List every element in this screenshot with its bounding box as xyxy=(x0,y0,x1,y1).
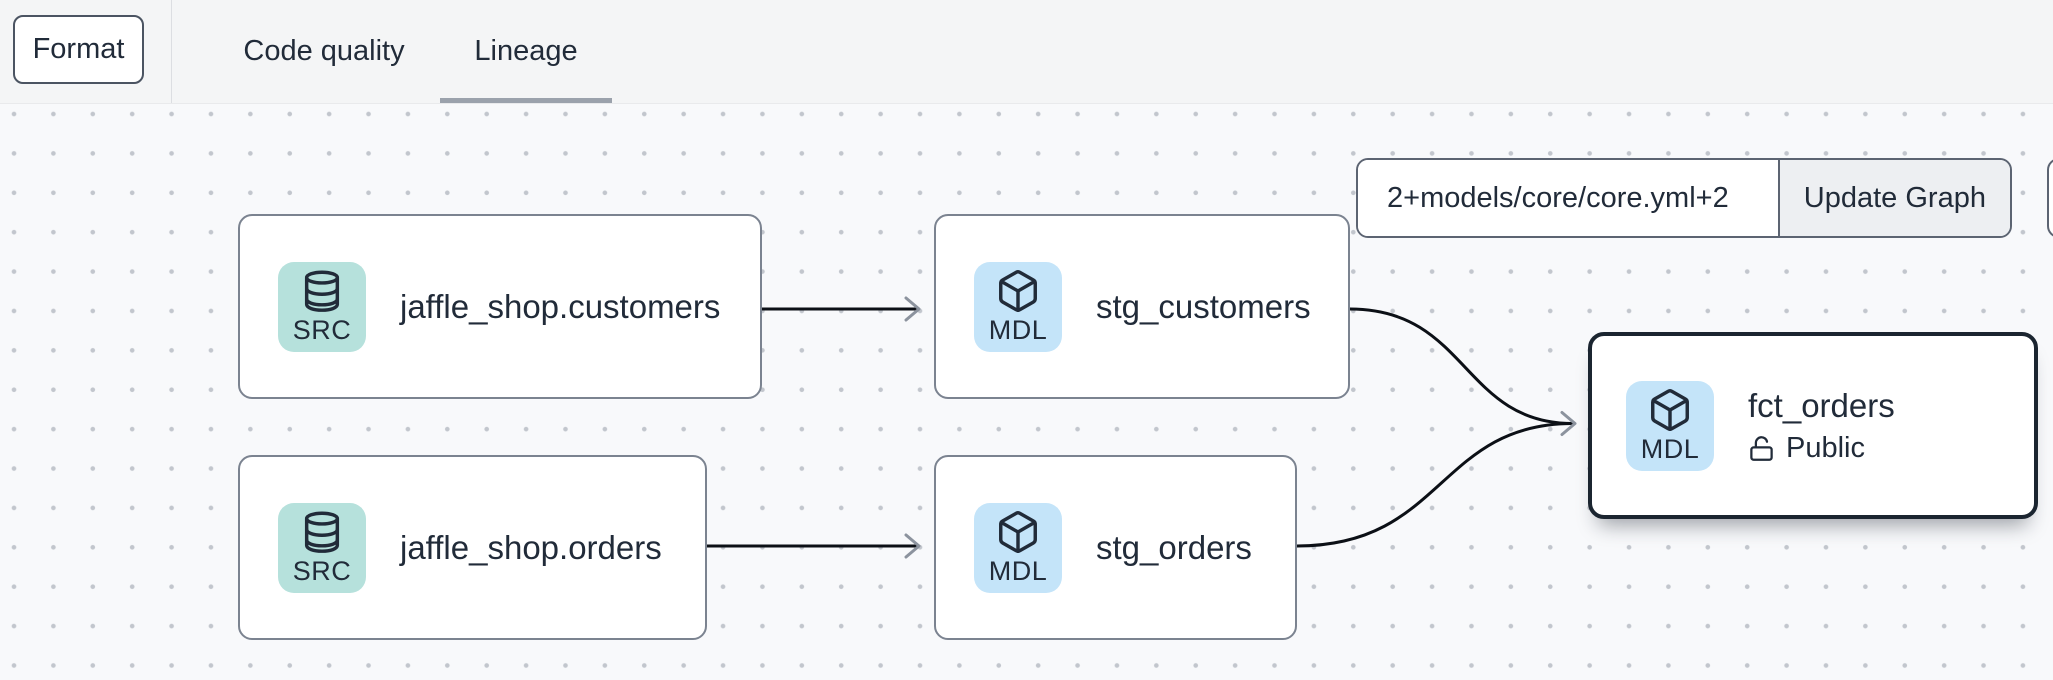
chevron-right-icon xyxy=(1560,411,1577,436)
cube-icon xyxy=(999,269,1037,312)
format-button[interactable]: Format xyxy=(13,15,144,84)
access-label: Public xyxy=(1786,431,1865,464)
update-graph-button[interactable]: Update Graph xyxy=(1777,160,2010,236)
database-icon xyxy=(304,510,340,553)
lineage-canvas[interactable]: SRC jaffle_shop.customers MDL stg_custom… xyxy=(0,104,2053,680)
clipped-toolbar-button[interactable] xyxy=(2047,158,2053,238)
badge-label: MDL xyxy=(988,314,1048,345)
topbar-divider xyxy=(171,0,172,103)
node-jaffle-shop-customers[interactable]: SRC jaffle_shop.customers xyxy=(238,214,762,399)
edge-stg-orders-to-fct-orders xyxy=(1296,422,1574,548)
cube-icon xyxy=(1651,388,1689,431)
model-badge: MDL xyxy=(974,261,1062,352)
source-badge: SRC xyxy=(278,502,366,593)
lineage-selector-group: Update Graph xyxy=(1356,158,2012,238)
model-badge: MDL xyxy=(1626,380,1714,471)
source-badge: SRC xyxy=(278,261,366,352)
node-fct-orders[interactable]: MDL fct_orders Public xyxy=(1588,332,2038,519)
node-stg-orders[interactable]: MDL stg_orders xyxy=(934,455,1297,640)
tab-code-quality[interactable]: Code quality xyxy=(234,0,414,103)
lineage-selector-input[interactable] xyxy=(1358,160,1778,236)
access-row: Public xyxy=(1748,432,1895,465)
badge-label: SRC xyxy=(292,314,352,345)
badge-label: MDL xyxy=(1640,433,1700,464)
node-stg-customers[interactable]: MDL stg_customers xyxy=(934,214,1350,399)
edge-stg-customers-to-fct-orders xyxy=(1349,307,1574,425)
node-label: fct_orders xyxy=(1748,386,1895,424)
node-jaffle-shop-orders[interactable]: SRC jaffle_shop.orders xyxy=(238,455,707,640)
chevron-right-icon xyxy=(904,296,921,322)
cube-icon xyxy=(999,510,1037,553)
database-icon xyxy=(304,269,340,312)
node-label: stg_orders xyxy=(1096,528,1252,566)
active-tab-indicator xyxy=(440,98,612,103)
badge-label: MDL xyxy=(988,555,1048,586)
model-badge: MDL xyxy=(974,502,1062,593)
node-label: jaffle_shop.customers xyxy=(400,287,721,325)
chevron-right-icon xyxy=(904,533,921,559)
editor-topbar: Format Code quality Lineage xyxy=(0,0,2053,104)
node-title-block: fct_orders Public xyxy=(1748,387,1895,465)
node-label: stg_customers xyxy=(1096,287,1311,325)
badge-label: SRC xyxy=(292,555,352,586)
tab-lineage[interactable]: Lineage xyxy=(436,0,616,103)
unlock-icon xyxy=(1750,435,1773,461)
node-label: jaffle_shop.orders xyxy=(400,528,662,566)
